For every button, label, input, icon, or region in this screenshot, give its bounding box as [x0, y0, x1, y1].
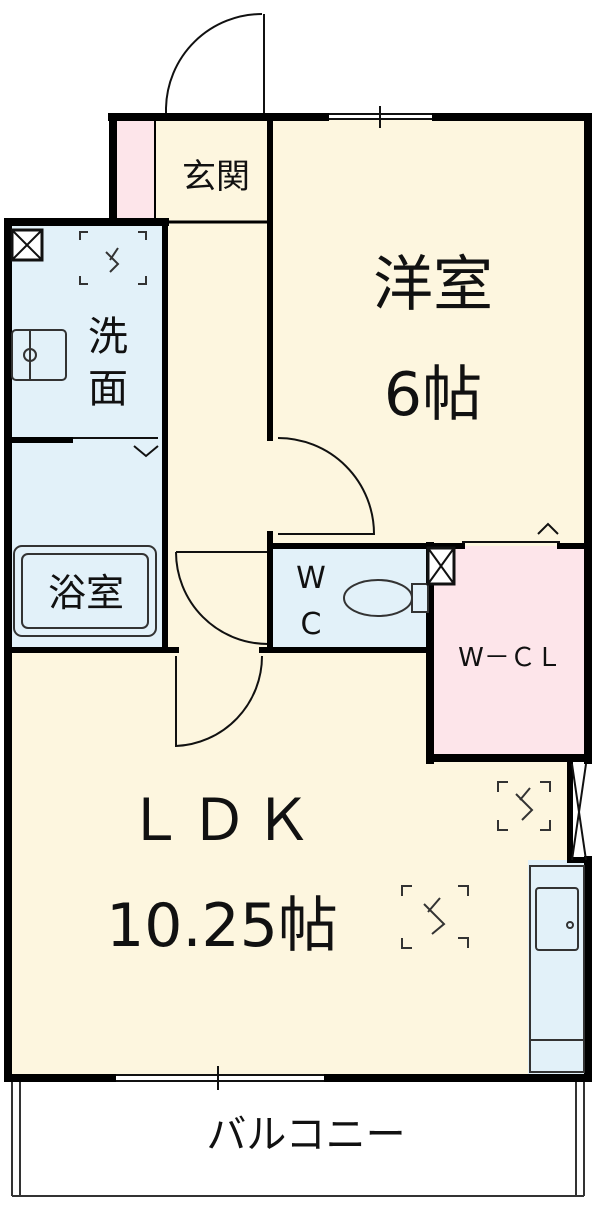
western-room-door — [277, 437, 376, 535]
vent-icon-washroom — [79, 231, 147, 285]
entrance-pink-strip — [113, 118, 155, 222]
washroom-label-1: 洗 — [88, 314, 128, 360]
washer-box-icon — [10, 228, 44, 262]
ldk-door-swing — [175, 655, 264, 748]
entrance-floor — [155, 118, 270, 222]
windows — [72, 106, 560, 1090]
closet-label: W－ＣＬ — [458, 643, 562, 673]
vent-icon-kitchen-upper — [497, 781, 551, 831]
entrance-door — [165, 13, 265, 118]
walls — [4, 113, 592, 1082]
hall-door-upper — [175, 551, 269, 645]
balcony-label: バルコニー — [206, 1112, 405, 1158]
balcony-railing — [11, 1082, 585, 1197]
ldk-size: 10.25帖 — [106, 891, 338, 961]
bathtub-icon — [13, 545, 157, 637]
closet-opening-mark — [537, 522, 559, 535]
hallway-floor — [165, 222, 270, 650]
labels: 玄関 洋室 6帖 洗 面 浴室 W C W－ＣＬ ＬＤＫ 10.25帖 バルコニ… — [48, 157, 562, 1158]
interior-doors — [175, 437, 376, 748]
toilet-label-1: W — [296, 561, 326, 596]
washroom-door-mark — [133, 445, 159, 458]
entrance-door-swing — [165, 13, 263, 118]
kitchen-sink-icon — [529, 865, 585, 1073]
closet-floor — [430, 546, 588, 756]
kitchen-shelf-icon — [571, 763, 587, 861]
toilet-icon — [343, 546, 456, 617]
entrance-label: 玄関 — [182, 157, 250, 197]
ldk-label: ＬＤＫ — [126, 786, 318, 854]
bathroom-label: 浴室 — [48, 571, 124, 615]
vent-icon-ldk — [401, 885, 469, 949]
toilet-label-2: C — [301, 607, 322, 642]
fixtures — [10, 228, 587, 1197]
western-room-floor — [270, 118, 588, 546]
western-room-label: 洋室 — [373, 250, 493, 320]
washroom-label-2: 面 — [88, 366, 128, 412]
western-room-size: 6帖 — [384, 360, 482, 430]
wash-basin-icon — [11, 329, 67, 381]
balcony-floor — [8, 1085, 588, 1195]
